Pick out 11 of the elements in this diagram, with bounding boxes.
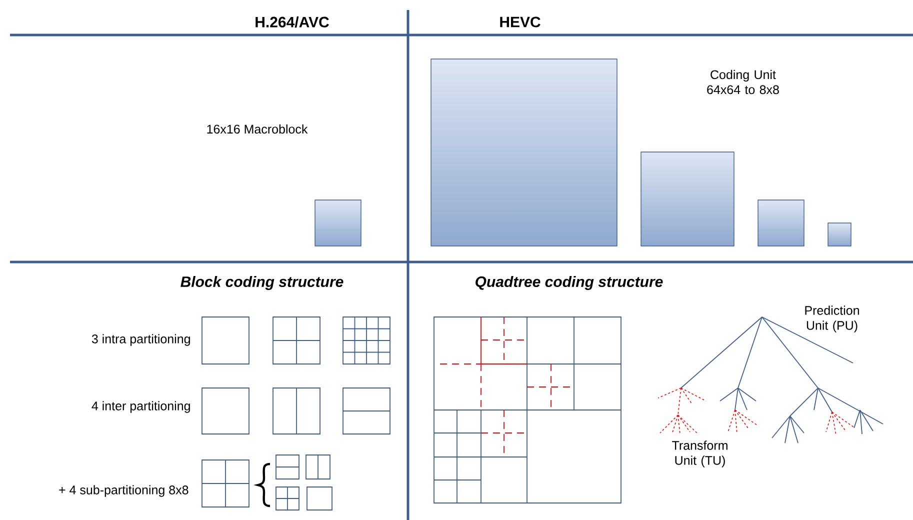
text-label: 3 intra partitioning: [92, 334, 190, 346]
text-label: Transform Unit (TU): [672, 440, 728, 468]
text-label: + 4 sub-partitioning 8x8: [59, 485, 188, 497]
text-label: Prediction Unit (PU): [805, 306, 859, 332]
section-heading: Quadtree coding structure: [476, 276, 663, 290]
text-label: 4 inter partitioning: [92, 401, 190, 413]
text-label: Coding Unit 64x64 to 8x8: [707, 70, 779, 94]
column-heading: H.264/AVC: [256, 16, 329, 28]
section-heading: Block coding structure: [180, 276, 344, 290]
column-heading: HEVC: [500, 16, 540, 28]
text-label: 16x16 Macroblock: [207, 124, 308, 134]
